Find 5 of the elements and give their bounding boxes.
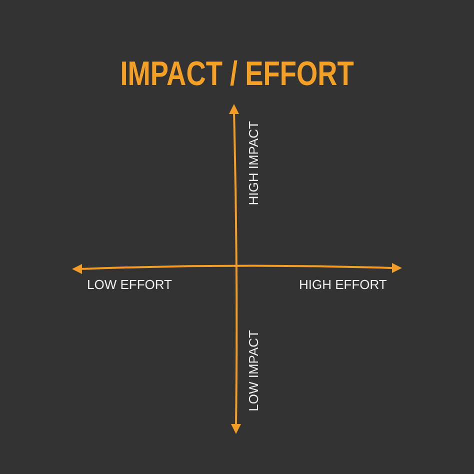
axis-label: LOW IMPACT (246, 330, 261, 412)
axis-label: LOW EFFORT (87, 277, 172, 292)
axis-label: HIGH IMPACT (246, 121, 261, 206)
diagram-title: IMPACT / EFFORT (120, 57, 354, 91)
axis-label: HIGH EFFORT (299, 277, 387, 292)
